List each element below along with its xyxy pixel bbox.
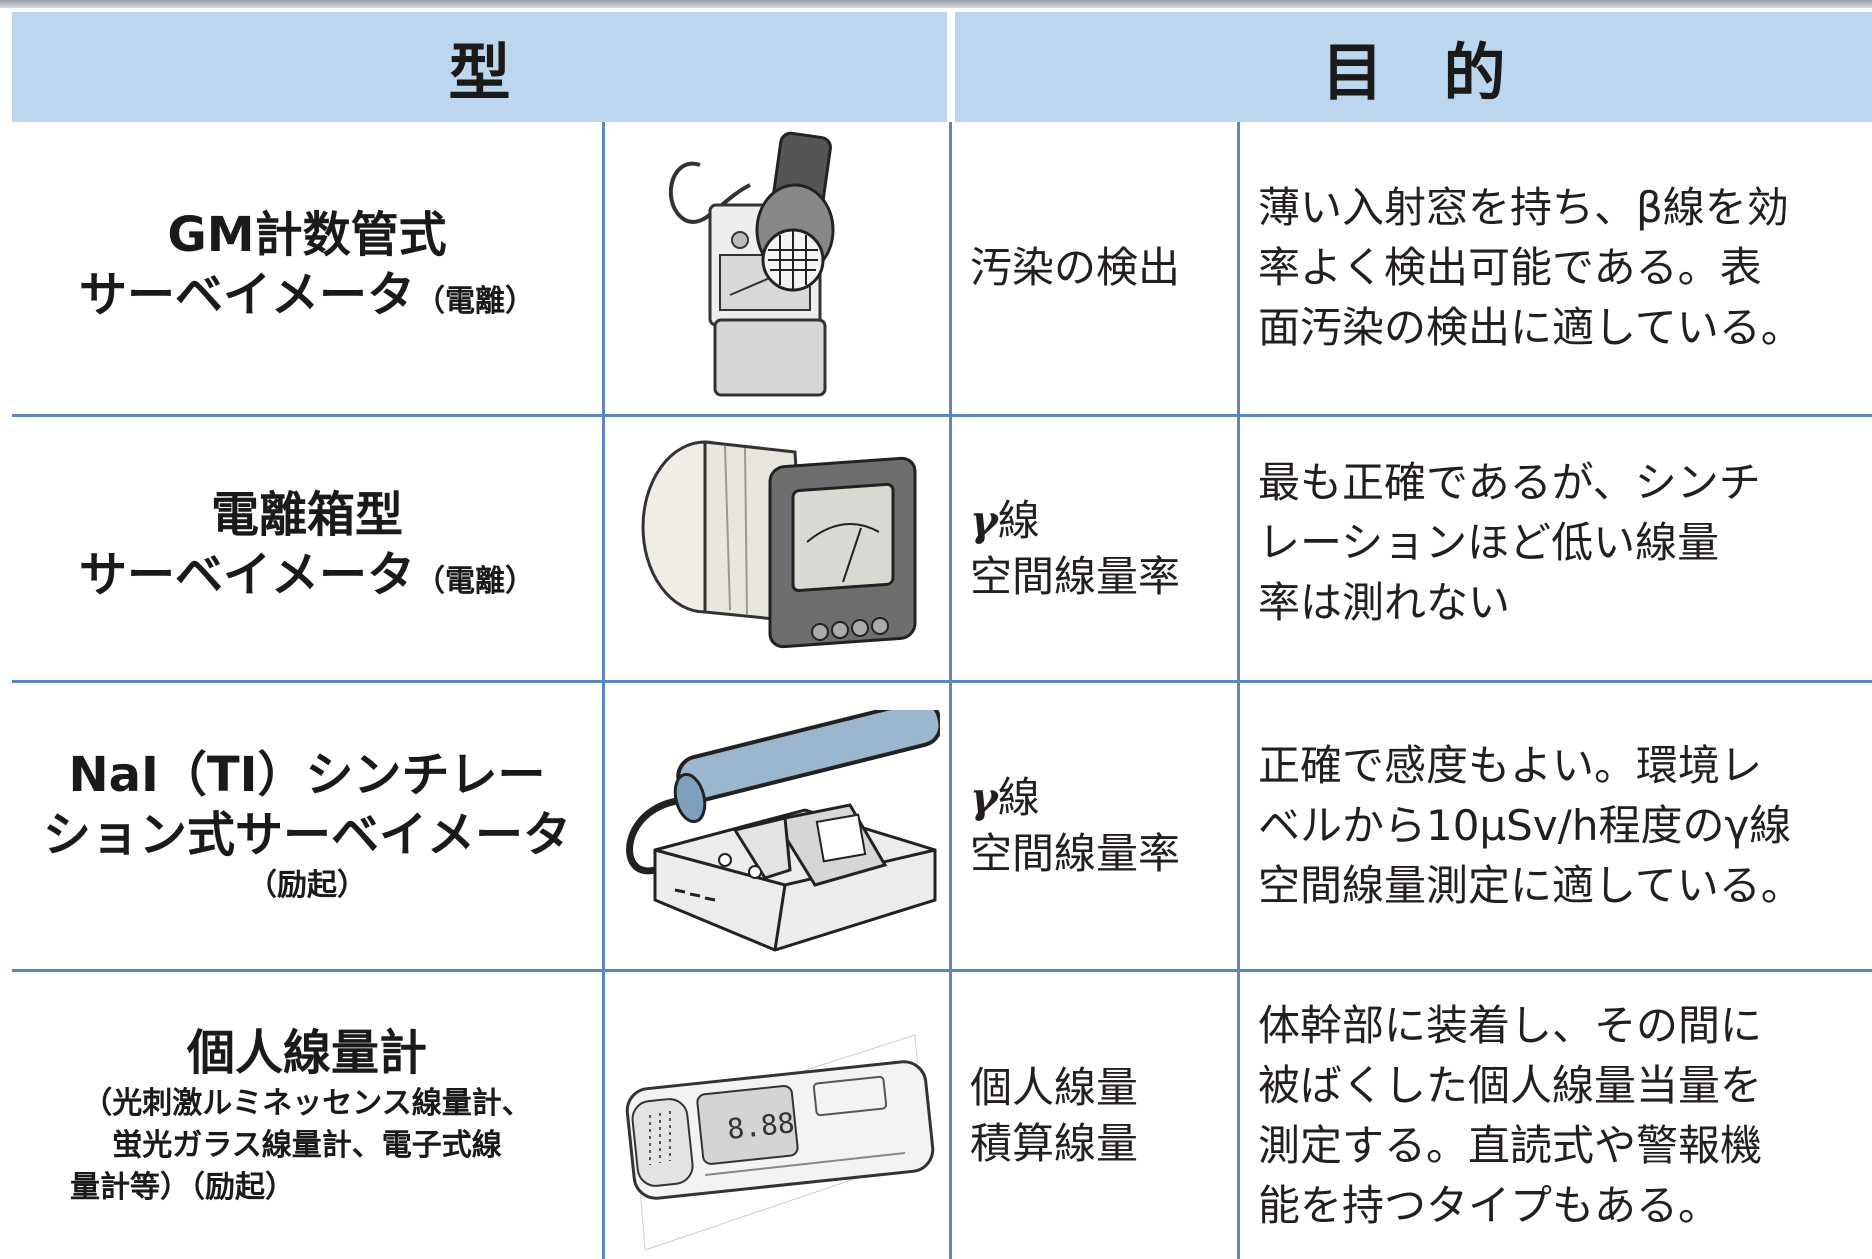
target-line2: 積算線量 bbox=[970, 1118, 1139, 1168]
type-line2: ション式サーベイメータ bbox=[42, 807, 571, 863]
desc-line: 被ばくした個人線量当量を bbox=[1258, 1060, 1763, 1110]
desc-line: 薄い入射窓を持ち、β線を効 bbox=[1258, 183, 1789, 232]
row-nai-desc: 正確で感度もよい。環境レ ベルから10μSv/h程度のγ線 空間線量測定に適して… bbox=[1240, 683, 1872, 969]
header-purpose: 目的 bbox=[955, 12, 1872, 122]
desc-line: 率は測れない bbox=[1258, 578, 1511, 627]
desc-line: レーションほど低い線量 bbox=[1258, 518, 1720, 567]
target-line1: γ線 bbox=[970, 493, 1237, 549]
type-line2-text: サーベイメータ bbox=[78, 266, 415, 323]
type-line1: NaI（TI）シンチレー bbox=[68, 747, 546, 803]
row-gm-target: 汚染の検出 bbox=[952, 122, 1237, 414]
row-personal-type: 個人線量計 （光刺激ルミネッセンス線量計、 蛍光ガラス線量計、電子式線 量計等）… bbox=[12, 972, 602, 1259]
target-line1-text: 線 bbox=[997, 773, 1040, 822]
mode-label: （電離） bbox=[415, 564, 535, 599]
row-gm-type: GM計数管式 サーベイメータ（電離） bbox=[12, 122, 602, 414]
target-line1-text: 線 bbox=[997, 495, 1040, 545]
grid-line bbox=[12, 969, 1872, 972]
header-type-label: 型 bbox=[448, 36, 511, 109]
ionization-chamber-icon bbox=[641, 440, 917, 649]
row-ion-desc: 最も正確であるが、シンチ レーションほど低い線量 率は測れない bbox=[1240, 417, 1872, 680]
target-line1: 個人線量 bbox=[970, 1062, 1139, 1112]
target-line1: γ線 bbox=[970, 770, 1237, 826]
row-ion-target: γ線 空間線量率 bbox=[952, 417, 1237, 680]
desc-line: 面汚染の検出に適している。 bbox=[1258, 303, 1803, 352]
personal-dosimeter-icon: 8.88 bbox=[625, 1034, 935, 1250]
type-line2: サーベイメータ（電離） bbox=[79, 265, 535, 332]
desc-line: 空間線量測定に適している。 bbox=[1258, 861, 1803, 910]
type-line1: 電離箱型 bbox=[210, 487, 403, 543]
grid-line bbox=[1237, 122, 1240, 1259]
top-border bbox=[0, 0, 1872, 8]
desc-line: 率よく検出可能である。表 bbox=[1258, 243, 1762, 292]
desc-line: 最も正確であるが、シンチ bbox=[1258, 458, 1761, 507]
nai-scintillation-meter-icon bbox=[626, 710, 940, 952]
grid-line bbox=[12, 414, 1872, 417]
row-personal-target: 個人線量 積算線量 bbox=[952, 972, 1237, 1259]
row-gm-desc: 薄い入射窓を持ち、β線を効 率よく検出可能である。表 面汚染の検出に適している。 bbox=[1240, 122, 1872, 414]
header-purpose-label: 目的 bbox=[1321, 36, 1566, 109]
note-line: 蛍光ガラス線量計、電子式線 bbox=[112, 1127, 502, 1163]
gamma-symbol: γ bbox=[970, 773, 998, 822]
type-line1: GM計数管式 bbox=[167, 206, 447, 263]
gm-survey-meter-icon bbox=[668, 131, 835, 397]
row-nai-type: NaI（TI）シンチレー ション式サーベイメータ （励起） bbox=[12, 683, 602, 969]
target-line2: 空間線量率 bbox=[970, 829, 1181, 878]
display-reading: 8.88 bbox=[726, 1106, 797, 1146]
header-type: 型 bbox=[12, 12, 947, 122]
type-line2: サーベイメータ（電離） bbox=[79, 545, 535, 612]
type-line2-text: サーベイメータ bbox=[78, 547, 415, 603]
mode-label: （電離） bbox=[415, 283, 535, 319]
row-personal-desc: 体幹部に装着し、その間に 被ばくした個人線量当量を 測定する。直読式や警報機 能… bbox=[1240, 972, 1872, 1259]
grid-line bbox=[949, 122, 952, 1259]
row-ion-type: 電離箱型 サーベイメータ（電離） bbox=[12, 417, 602, 680]
desc-line: 能を持つタイプもある。 bbox=[1258, 1180, 1721, 1230]
grid-line bbox=[12, 680, 1872, 683]
target-text: 汚染の検出 bbox=[970, 243, 1181, 292]
note-line: 量計等）（励起） bbox=[70, 1169, 295, 1205]
desc-line: 正確で感度もよい。環境レ bbox=[1258, 741, 1763, 790]
target-line2: 空間線量率 bbox=[970, 551, 1181, 601]
grid-line bbox=[602, 122, 605, 1259]
desc-line: 測定する。直読式や警報機 bbox=[1258, 1120, 1763, 1170]
row-nai-target: γ線 空間線量率 bbox=[952, 683, 1237, 969]
type-line1: 個人線量計 bbox=[186, 1024, 427, 1081]
mode-label: （励起） bbox=[247, 868, 367, 903]
desc-line: ベルから10μSv/h程度のγ線 bbox=[1258, 801, 1792, 850]
desc-line: 体幹部に装着し、その間に bbox=[1258, 1000, 1763, 1050]
gamma-symbol: γ bbox=[970, 495, 998, 545]
note-line: （光刺激ルミネッセンス線量計、 bbox=[82, 1085, 532, 1121]
